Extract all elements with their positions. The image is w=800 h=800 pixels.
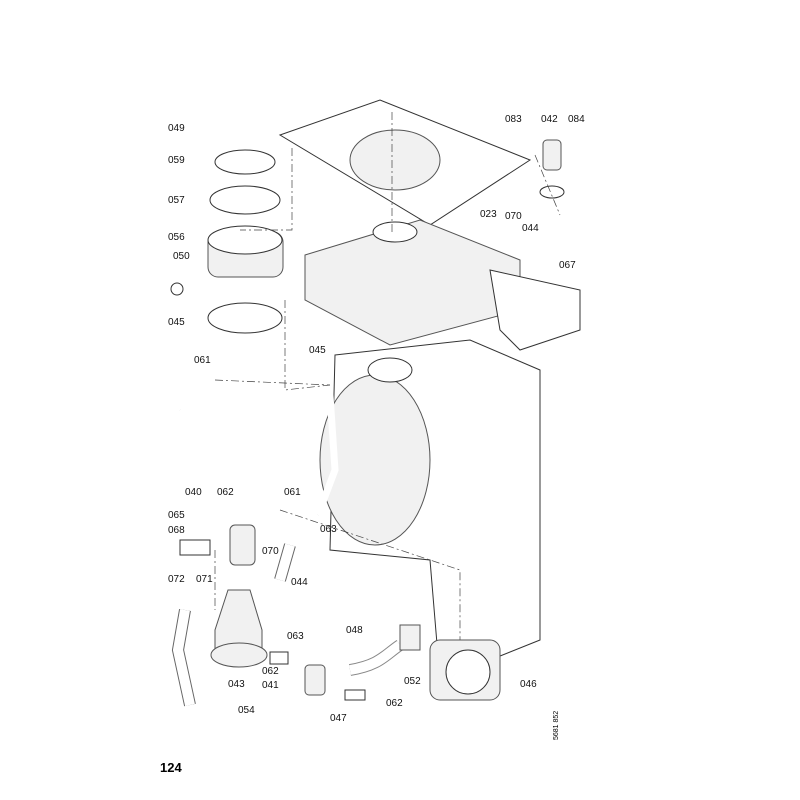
part-label: 044 [291, 577, 308, 588]
part-042 [542, 139, 562, 171]
part-label: 072 [168, 574, 185, 585]
part-label: 057 [168, 195, 185, 206]
part-label: 044 [522, 223, 539, 234]
clip-068 [179, 539, 211, 556]
part-label: 062 [217, 487, 234, 498]
part-label: 061 [194, 355, 211, 366]
seal-059 [214, 149, 276, 175]
part-label: 054 [238, 705, 255, 716]
part-label: 071 [196, 574, 213, 585]
seal-045 [207, 302, 283, 334]
clip-062b [269, 651, 289, 665]
housing-023 [304, 219, 521, 346]
flue-opening [349, 129, 441, 191]
pipe-040 [179, 394, 336, 516]
part-label: 065 [168, 510, 185, 521]
part-label: 063 [320, 524, 337, 535]
bracket-067 [489, 269, 581, 351]
page-number: 124 [160, 760, 182, 775]
clip-062 [344, 689, 366, 701]
part-label: 023 [480, 209, 497, 220]
part-label: 047 [330, 713, 347, 724]
connector-065 [229, 524, 256, 566]
part-label: 070 [262, 546, 279, 557]
tee-041 [304, 664, 326, 696]
part-label: 070 [505, 211, 522, 222]
part-label: 059 [168, 155, 185, 166]
part-label: 045 [168, 317, 185, 328]
part-label: 067 [559, 260, 576, 271]
part-label: 052 [404, 676, 421, 687]
hose-072 [172, 609, 195, 707]
part-label: 050 [173, 251, 190, 262]
part-label: 061 [284, 487, 301, 498]
part-label: 062 [386, 698, 403, 709]
part-label: 049 [168, 123, 185, 134]
part-label: 041 [262, 680, 279, 691]
sensor-052 [399, 624, 421, 651]
part-label: 056 [168, 232, 185, 243]
part-label: 040 [185, 487, 202, 498]
part-label: 043 [228, 679, 245, 690]
part-label: 042 [541, 114, 558, 125]
cap-050 [170, 282, 184, 296]
part-label: 046 [520, 679, 537, 690]
hose-044 [275, 543, 295, 582]
grommet-084 [539, 185, 565, 199]
ring-057 [209, 185, 281, 215]
part-label: 068 [168, 525, 185, 536]
part-label: 084 [568, 114, 585, 125]
document-number: 5681 852 [553, 710, 560, 740]
seal-045-lower [367, 357, 413, 383]
part-label: 045 [309, 345, 326, 356]
part-label: 062 [262, 666, 279, 677]
part-label: 063 [287, 631, 304, 642]
part-label: 048 [346, 625, 363, 636]
part-label: 083 [505, 114, 522, 125]
